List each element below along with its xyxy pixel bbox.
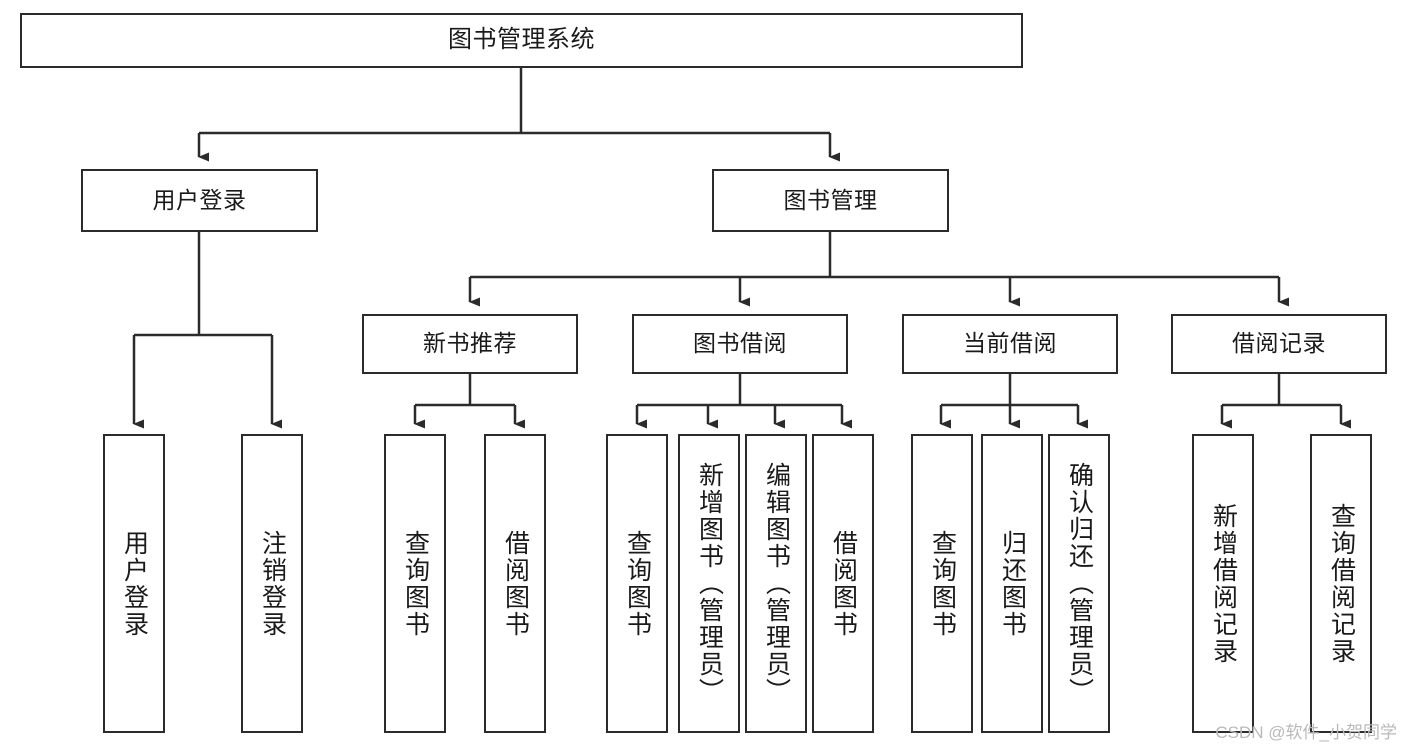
leaf-book-borrow-edit-book-admin[interactable]: 编辑图书（管理员） [745,434,807,733]
node-label: 注销登录 [258,529,287,638]
node-label: 新书推荐 [423,330,517,357]
node-label: 用户登录 [152,186,247,213]
leaf-current-borrow-confirm-return-admin[interactable]: 确认归还（管理员） [1048,434,1110,733]
leaf-user-login-logout[interactable]: 注销登录 [241,434,303,733]
node-label: 用户登录 [120,529,149,638]
node-label: 图书管理 [783,186,878,213]
leaf-borrow-record-add-record[interactable]: 新增借阅记录 [1192,434,1254,733]
node-current-borrow[interactable]: 当前借阅 [902,314,1118,374]
node-label: 查询图书 [401,529,430,638]
leaf-book-borrow-borrow-book[interactable]: 借阅图书 [812,434,874,733]
node-label: 确认归还（管理员） [1065,462,1094,705]
node-label: 查询借阅记录 [1327,502,1356,665]
node-label: 借阅图书 [501,529,530,638]
node-label: 新增借阅记录 [1209,502,1238,665]
node-user-login[interactable]: 用户登录 [81,169,318,232]
node-label: 图书借阅 [693,330,787,357]
leaf-current-borrow-return-book[interactable]: 归还图书 [981,434,1043,733]
leaf-user-login-login[interactable]: 用户登录 [103,434,165,733]
node-root-book-management-system[interactable]: 图书管理系统 [20,13,1023,68]
node-book-borrow[interactable]: 图书借阅 [632,314,848,374]
node-label: 新增图书（管理员） [695,462,724,705]
leaf-borrow-record-query-record[interactable]: 查询借阅记录 [1310,434,1372,733]
node-label: 查询图书 [623,529,652,638]
leaf-current-borrow-query-book[interactable]: 查询图书 [911,434,973,733]
node-borrow-record[interactable]: 借阅记录 [1171,314,1387,374]
node-label: 借阅记录 [1232,330,1326,357]
node-label: 查询图书 [928,529,957,638]
leaf-book-borrow-query-book[interactable]: 查询图书 [606,434,668,733]
node-label: 借阅图书 [829,529,858,638]
leaf-new-book-query-book[interactable]: 查询图书 [384,434,446,733]
node-label: 当前借阅 [963,330,1057,357]
node-label: 图书管理系统 [448,26,595,54]
node-book-management[interactable]: 图书管理 [712,169,949,232]
leaf-book-borrow-add-book-admin[interactable]: 新增图书（管理员） [678,434,740,733]
leaf-new-book-borrow-book[interactable]: 借阅图书 [484,434,546,733]
node-label: 编辑图书（管理员） [762,462,791,705]
node-label: 归还图书 [998,529,1027,638]
node-new-book-recommend[interactable]: 新书推荐 [362,314,578,374]
